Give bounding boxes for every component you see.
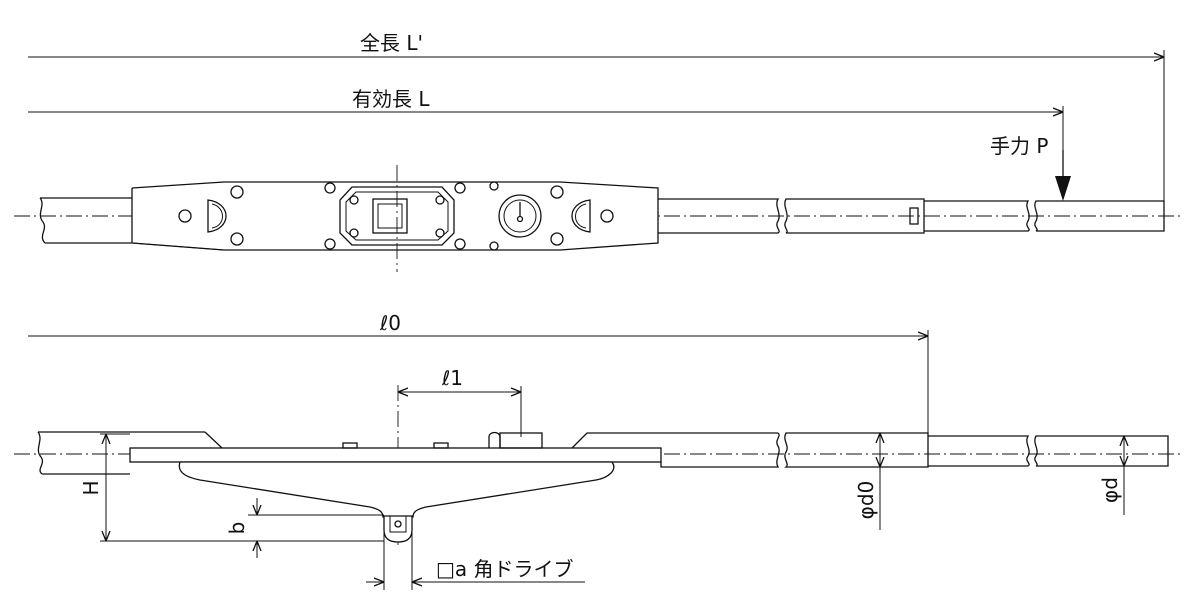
square-drive xyxy=(383,515,413,543)
plate-screw xyxy=(349,195,359,205)
right-recess xyxy=(571,199,591,233)
top-bump xyxy=(433,442,449,449)
effective-length-label: 有効長 L xyxy=(352,87,430,111)
bolt-hole xyxy=(550,232,564,246)
bolt-hole xyxy=(489,241,499,251)
handle-tube-1 xyxy=(658,198,780,234)
handle-tube-side-4 xyxy=(1034,435,1169,467)
bolt-hole xyxy=(230,185,244,199)
top-bump xyxy=(342,442,358,449)
handle-tube-2 xyxy=(784,198,925,234)
square-drive-face xyxy=(389,515,407,533)
left-handle-stub xyxy=(39,197,132,244)
left-recess-inner xyxy=(211,203,223,229)
side-view: ℓ0 ℓ1 H xyxy=(14,311,1180,590)
head-body-lower-step xyxy=(131,242,225,251)
b-label: b xyxy=(225,522,249,535)
dial-housing-cap xyxy=(499,432,543,449)
hand-force-label: 手力 P xyxy=(990,134,1048,158)
underside-housing xyxy=(178,461,615,518)
square-drive-outer xyxy=(372,198,408,234)
top-view: 全長 L' 有効長 L 手力 P xyxy=(14,31,1180,272)
handle-tube-3 xyxy=(924,200,1030,232)
plate-screw xyxy=(435,228,445,238)
l0-label: ℓ0 xyxy=(379,311,401,335)
square-drive-inner xyxy=(377,203,403,229)
handle-tube-side-3 xyxy=(928,435,1030,467)
handle-tube-side-2 xyxy=(784,432,929,468)
right-handle-taper xyxy=(571,432,778,449)
bolt-hole xyxy=(230,232,244,246)
left-handle-taper xyxy=(204,431,223,449)
left-recess xyxy=(207,199,227,233)
d-label: φd xyxy=(1098,477,1122,503)
bolt-hole xyxy=(324,182,336,194)
drive-ball xyxy=(394,520,402,528)
bolt-hole xyxy=(489,181,499,191)
bolt-hole xyxy=(324,238,336,250)
d0-label: φd0 xyxy=(854,481,878,520)
left-pin-hole xyxy=(178,209,192,223)
left-handle-stub-side xyxy=(37,431,205,475)
hand-force-arrowhead xyxy=(1055,176,1071,201)
l1-label: ℓ1 xyxy=(441,366,463,390)
dial-housing xyxy=(488,431,501,448)
overall-length-label: 全長 L' xyxy=(360,31,423,55)
handle-tube-4 xyxy=(1034,200,1165,232)
drive-plate-inner xyxy=(345,191,449,241)
dial-gauge-inner xyxy=(503,199,537,233)
bolt-hole xyxy=(454,238,466,250)
drive-plate-outer xyxy=(339,186,455,246)
H-label: H xyxy=(79,480,103,495)
handle-collar xyxy=(909,207,919,225)
dial-pivot xyxy=(516,215,524,223)
bolt-hole xyxy=(454,182,466,194)
right-pin-hole xyxy=(600,209,614,223)
head-body-outline xyxy=(131,181,659,251)
plate-screw xyxy=(349,228,359,238)
right-recess-inner xyxy=(575,203,587,229)
handle-tube-side-1 xyxy=(660,432,780,468)
dial-gauge-outer xyxy=(498,194,542,238)
bolt-hole xyxy=(550,185,564,199)
head-bar xyxy=(129,447,662,463)
plate-screw xyxy=(435,195,445,205)
square-drive-label: □a 角ドライブ xyxy=(436,557,574,581)
